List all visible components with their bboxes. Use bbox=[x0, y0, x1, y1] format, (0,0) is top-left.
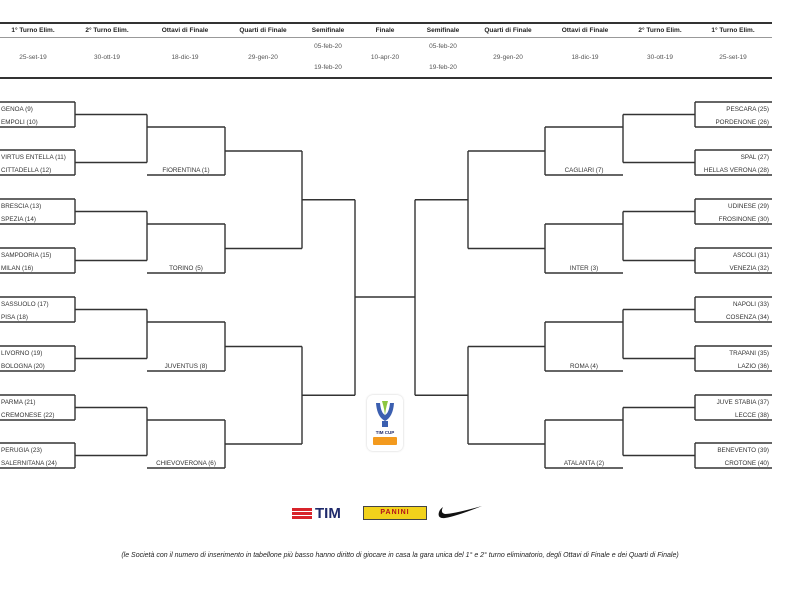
team-name: CITTADELLA (12) bbox=[1, 167, 51, 174]
round-date: 05-feb-20 bbox=[429, 43, 457, 50]
round-date: 05-feb-20 bbox=[314, 43, 342, 50]
round-date: 18-dic-19 bbox=[571, 54, 599, 61]
round-date: 29-gen-20 bbox=[493, 54, 523, 61]
team-name: PESCARA (25) bbox=[726, 106, 769, 113]
team-name: UDINESE (29) bbox=[728, 203, 769, 210]
team-name: FROSINONE (30) bbox=[719, 216, 769, 223]
team-name: PARMA (21) bbox=[1, 399, 36, 406]
column-header: Quarti di Finale bbox=[484, 27, 532, 34]
round-date: 30-ott-19 bbox=[646, 54, 674, 61]
team-name: ASCOLI (31) bbox=[733, 252, 769, 259]
team-name: JUVENTUS (8) bbox=[165, 363, 208, 370]
round-date: 29-gen-20 bbox=[248, 54, 278, 61]
team-name: HELLAS VERONA (28) bbox=[704, 167, 769, 174]
column-header: Semifinale bbox=[426, 27, 460, 34]
header-top-rule bbox=[0, 22, 772, 24]
team-name: BRESCIA (13) bbox=[1, 203, 41, 210]
team-name: LECCE (38) bbox=[735, 412, 769, 419]
team-name: TORINO (5) bbox=[169, 265, 203, 272]
team-name: TRAPANI (35) bbox=[729, 350, 769, 357]
team-name: BENEVENTO (39) bbox=[717, 447, 769, 454]
team-name: LIVORNO (19) bbox=[1, 350, 42, 357]
team-name: ATALANTA (2) bbox=[564, 460, 604, 467]
round-date: 25-set-19 bbox=[19, 54, 47, 61]
team-name: MILAN (16) bbox=[1, 265, 33, 272]
panini-sponsor-logo: PANINI bbox=[363, 506, 427, 520]
team-name: FIORENTINA (1) bbox=[162, 167, 209, 174]
team-name: NAPOLI (33) bbox=[733, 301, 769, 308]
team-name: GENOA (9) bbox=[1, 106, 33, 113]
team-name: SPAL (27) bbox=[741, 154, 769, 161]
header-mid-rule bbox=[0, 37, 772, 38]
team-name: EMPOLI (10) bbox=[1, 119, 38, 126]
column-header: 2° Turno Elim. bbox=[85, 27, 129, 34]
team-name: SASSUOLO (17) bbox=[1, 301, 49, 308]
footnote: (le Società con il numero di inserimento… bbox=[121, 552, 679, 559]
round-date: 18-dic-19 bbox=[171, 54, 199, 61]
column-header: 1° Turno Elim. bbox=[11, 27, 55, 34]
tim-wordmark: TIM bbox=[315, 505, 341, 522]
team-name: SPEZIA (14) bbox=[1, 216, 36, 223]
round-date: 19-feb-20 bbox=[429, 64, 457, 71]
team-name: SALERNITANA (24) bbox=[1, 460, 57, 467]
tim-sponsor-logo: TIM bbox=[292, 505, 341, 522]
svg-text:TIM CUP: TIM CUP bbox=[376, 430, 395, 435]
nike-swoosh-icon bbox=[438, 506, 482, 519]
round-date: 25-set-19 bbox=[719, 54, 747, 61]
round-date: 10-apr-20 bbox=[370, 54, 400, 61]
team-name: VIRTUS ENTELLA (11) bbox=[1, 154, 66, 161]
header-bottom-rule bbox=[0, 77, 772, 79]
team-name: BOLOGNA (20) bbox=[1, 363, 45, 370]
team-name: COSENZA (34) bbox=[726, 314, 769, 321]
round-date: 19-feb-20 bbox=[314, 64, 342, 71]
tim-mark-icon bbox=[292, 508, 312, 519]
team-name: VENEZIA (32) bbox=[729, 265, 769, 272]
team-name: ROMA (4) bbox=[570, 363, 598, 370]
column-header: Semifinale bbox=[311, 27, 345, 34]
column-header: 2° Turno Elim. bbox=[638, 27, 682, 34]
team-name: CREMONESE (22) bbox=[1, 412, 55, 419]
team-name: CHIEVOVERONA (6) bbox=[156, 460, 216, 467]
column-header: Finale bbox=[375, 27, 395, 34]
tim-cup-logo: TIM CUP bbox=[367, 395, 403, 451]
round-date: 30-ott-19 bbox=[93, 54, 121, 61]
column-header: Ottavi di Finale bbox=[161, 27, 209, 34]
team-name: CROTONE (40) bbox=[725, 460, 769, 467]
team-name: INTER (3) bbox=[570, 265, 598, 272]
team-name: PERUGIA (23) bbox=[1, 447, 42, 454]
column-header: Ottavi di Finale bbox=[561, 27, 609, 34]
column-header: Quarti di Finale bbox=[239, 27, 287, 34]
team-name: CAGLIARI (7) bbox=[565, 167, 604, 174]
team-name: PISA (18) bbox=[1, 314, 28, 321]
column-header: 1° Turno Elim. bbox=[711, 27, 755, 34]
team-name: LAZIO (36) bbox=[738, 363, 769, 370]
team-name: JUVE STABIA (37) bbox=[717, 399, 769, 406]
team-name: PORDENONE (26) bbox=[715, 119, 769, 126]
team-name: SAMPDORIA (15) bbox=[1, 252, 51, 259]
